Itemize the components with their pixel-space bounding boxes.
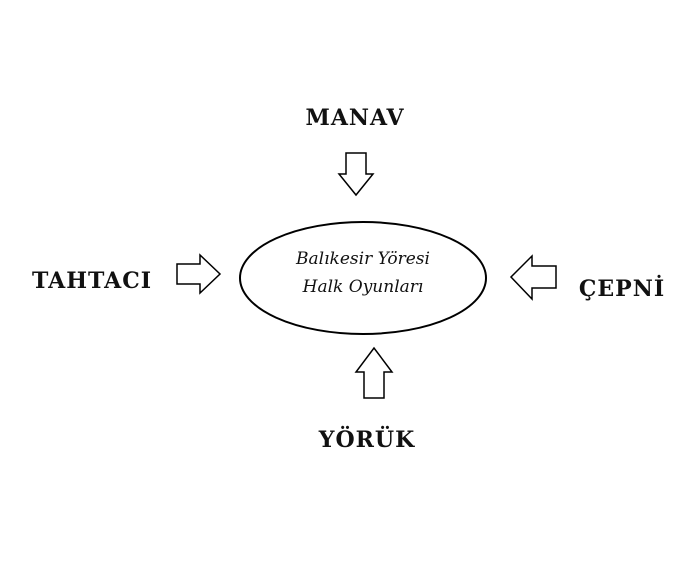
center-title-line1: Balıkesir Yöresi bbox=[296, 249, 430, 269]
label-tahtaci: TAHTACI bbox=[31, 268, 153, 294]
center-title-line2: Halk Oyunları bbox=[302, 277, 424, 297]
arrow-up-icon bbox=[354, 346, 394, 399]
center-title: Balıkesir Yöresi Halk Oyunları bbox=[296, 245, 430, 301]
center-ellipse bbox=[239, 221, 487, 335]
arrow-down-icon bbox=[337, 152, 375, 197]
label-yoruk: YÖRÜK bbox=[318, 427, 416, 453]
label-cepni: ÇEPNİ bbox=[578, 276, 666, 302]
arrow-right-icon bbox=[176, 253, 222, 295]
label-manav: MANAV bbox=[305, 105, 405, 131]
arrow-left-icon bbox=[509, 254, 557, 301]
